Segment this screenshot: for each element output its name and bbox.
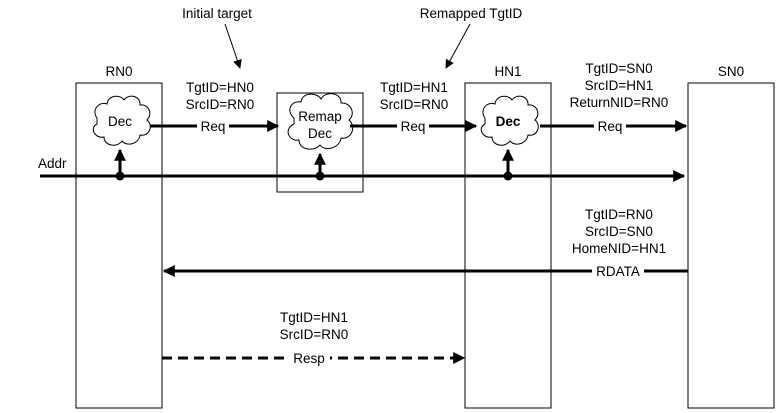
rdata-label-bg [592,263,644,279]
rn0-dec-label: Dec [108,114,132,129]
hn1-dec-label: Dec [496,114,521,129]
rn0-label: RN0 [105,64,132,79]
remap-dec-label-line1: Remap [298,109,342,124]
req1-field-tgtid: TgtID=HN0 [186,80,254,95]
remap-tap-dot [315,171,325,181]
req3-label: Req [598,119,623,134]
req2-field-srcid: SrcID=RN0 [380,97,449,112]
resp-field-srcid: SrcID=RN0 [280,327,349,342]
initial-target-pointer [224,23,242,69]
sn0-lifeline [687,82,775,409]
hn1-label: HN1 [494,64,521,79]
remap-dec-label-line2: Dec [308,126,332,141]
req3-label-bg [594,118,626,134]
initial-target-callout: Initial target [182,6,252,21]
req3-field-srcid: SrcID=HN1 [585,78,654,93]
rn0-tap-dot [115,171,125,181]
rdata-field-srcid: SrcID=SN0 [585,224,653,239]
resp-field-tgtid: TgtID=HN1 [280,310,348,325]
remap-dec-cloud [287,93,354,150]
rdata-label: RDATA [596,264,640,279]
req2-label: Req [401,119,426,134]
remapped-tgtid-pointer [445,23,471,69]
rdata-field-tgtid: TgtID=RN0 [585,207,653,222]
req1-label-bg [197,118,229,134]
req1-field-srcid: SrcID=RN0 [186,97,255,112]
sn0-label: SN0 [718,64,744,79]
remapped-tgtid-callout: Remapped TgtID [420,6,523,21]
resp-label: Resp [293,351,325,366]
addr-label: Addr [38,156,67,171]
req3-field-returnnid: ReturnNID=RN0 [570,95,669,110]
hn1-dec-cloud [480,95,539,146]
req2-field-tgtid: TgtID=HN1 [380,80,448,95]
resp-label-bg [288,350,330,366]
req2-label-bg [397,118,429,134]
req1-label: Req [201,119,226,134]
rn0-dec-cloud [92,95,151,146]
rdata-field-homenid: HomeNID=HN1 [572,241,666,256]
req3-field-tgtid: TgtID=SN0 [585,61,652,76]
hn1-tap-dot [503,171,513,181]
